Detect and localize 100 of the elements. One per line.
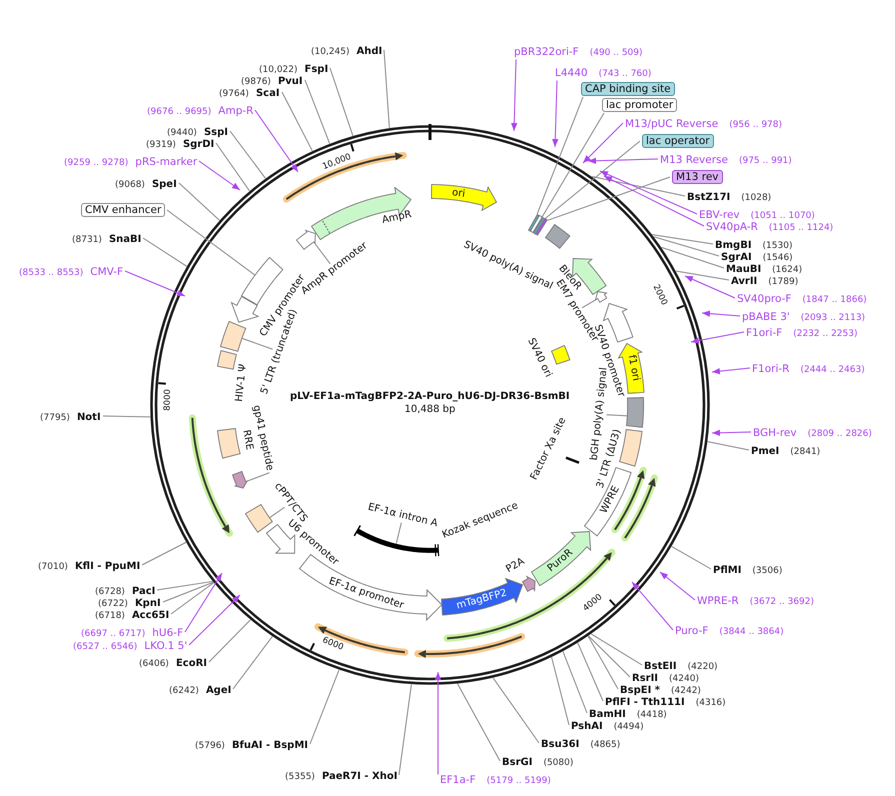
- enzyme-name: Bsu36I: [541, 738, 580, 750]
- feature-box: [625, 396, 646, 429]
- site-position: (4865): [590, 740, 620, 750]
- primer-name: F1ori-R: [752, 362, 790, 374]
- enzyme-name: PflFI - Tth111I: [605, 696, 685, 708]
- enzyme-name: BstZ17I: [687, 192, 730, 202]
- leader-line: [606, 414, 628, 416]
- site-position: (5796): [195, 740, 225, 750]
- enzyme-name: SgrAI: [721, 252, 752, 262]
- leader-line: [562, 650, 588, 714]
- primer-name: SV40pA-R: [706, 220, 758, 232]
- site-position: (1530): [762, 240, 792, 250]
- enzyme-name: BsrGI: [502, 756, 532, 768]
- tick-label: 6000: [321, 636, 346, 653]
- leader-line: [184, 572, 222, 632]
- site-position: (6722): [98, 598, 128, 608]
- leader-line: [690, 332, 744, 344]
- primer-position: (9259 .. 9278): [64, 158, 128, 168]
- feature-block: [530, 530, 592, 587]
- enzyme-name: PaeR7I - XhoI: [322, 770, 398, 782]
- feature-box: [244, 502, 274, 534]
- leader-line: [242, 338, 274, 350]
- feature-block: [230, 470, 248, 490]
- leader-line: [384, 50, 390, 128]
- feature-block: [520, 575, 536, 594]
- leader-line: [632, 582, 674, 630]
- site-position: (4418): [636, 710, 667, 720]
- enzyme-name: SpeI: [152, 178, 177, 190]
- leader-line: [551, 656, 570, 726]
- enzyme-name: MauBI: [726, 264, 762, 274]
- feature-box: [544, 223, 572, 250]
- feature-tag: lac promoter: [602, 98, 678, 112]
- leader-line: [604, 176, 704, 226]
- leader-line: [269, 506, 285, 518]
- enzyme-name: RsrII: [632, 672, 658, 684]
- leader-line: [492, 677, 540, 744]
- enzyme-name: BstEII: [644, 660, 677, 672]
- primer-position: (3672 .. 3692): [750, 596, 814, 606]
- leader-line: [660, 246, 724, 268]
- enzyme-name: BamHI: [589, 708, 626, 720]
- primer-position: (9676 .. 9695): [147, 106, 212, 116]
- leader-line: [590, 633, 642, 666]
- enzyme-name: BspEI *: [620, 684, 660, 696]
- leader-line: [456, 683, 500, 762]
- leader-line: [232, 636, 273, 690]
- leader-line: [582, 299, 596, 308]
- leader-line: [396, 522, 402, 544]
- site-position: (7795): [40, 412, 70, 422]
- leader-line: [246, 472, 270, 482]
- primer-name: WPRE-R: [697, 594, 739, 606]
- site-position: (6718): [95, 610, 125, 620]
- enzyme-name: PmeI: [751, 446, 780, 456]
- leader-line: [547, 176, 670, 221]
- site-position: (5080): [543, 758, 574, 768]
- primer-position: (975 .. 991): [738, 156, 792, 166]
- leader-line: [398, 684, 412, 776]
- leader-line: [536, 96, 584, 215]
- primer-name: SV40pro-F: [737, 292, 792, 304]
- enzyme-name: Acc65I: [132, 610, 170, 620]
- leader-line: [591, 176, 686, 196]
- leader-line: [600, 170, 698, 214]
- primer-position: (490 .. 509): [590, 48, 643, 58]
- leader-line: [166, 210, 256, 276]
- plasmid-size: 10,488 bp: [404, 404, 456, 416]
- primer-position: (743 .. 760): [598, 68, 652, 78]
- site-position: (9068): [115, 180, 145, 190]
- enzyme-name: FspI: [304, 64, 328, 74]
- leader-line: [230, 130, 266, 179]
- leader-line: [712, 368, 750, 374]
- leader-line: [282, 92, 313, 152]
- enzyme-name: PshAI: [571, 720, 603, 732]
- site-position: (1028): [741, 192, 772, 202]
- leader-line: [170, 582, 214, 614]
- leader-line: [511, 59, 518, 132]
- leader-line: [582, 122, 624, 164]
- leader-line: [653, 236, 720, 256]
- site-position: (4240): [669, 674, 699, 684]
- primer-position: (2444 .. 2463): [800, 364, 865, 374]
- leader-line: [552, 80, 558, 148]
- enzyme-name: PacI: [132, 586, 156, 596]
- primer-position: (6697 .. 6717): [81, 628, 146, 638]
- site-position: (4220): [688, 662, 718, 672]
- enzyme-name: AgeI: [206, 684, 232, 696]
- feature-label: EF-1α intron A: [367, 502, 440, 530]
- enzyme-name: SgrDI: [182, 138, 214, 150]
- feature-tag: M13 rev: [672, 170, 723, 184]
- leader-line: [588, 636, 618, 690]
- site-position: (9876): [241, 76, 271, 86]
- primer-name: pBABE 3': [742, 310, 790, 322]
- site-mark: [564, 454, 582, 466]
- enzyme-name: PflMI: [713, 564, 742, 576]
- site-position: (6728): [95, 586, 125, 596]
- primer-name: M13/pUC Reverse: [625, 118, 718, 130]
- feature-block: [310, 186, 413, 242]
- site-position: (8731): [72, 234, 102, 244]
- site-position: (4494): [614, 722, 644, 732]
- feature-box: [529, 214, 544, 234]
- enzyme-name: KpnI: [134, 598, 161, 608]
- feature-box: [219, 320, 248, 354]
- feature-block: [295, 229, 317, 252]
